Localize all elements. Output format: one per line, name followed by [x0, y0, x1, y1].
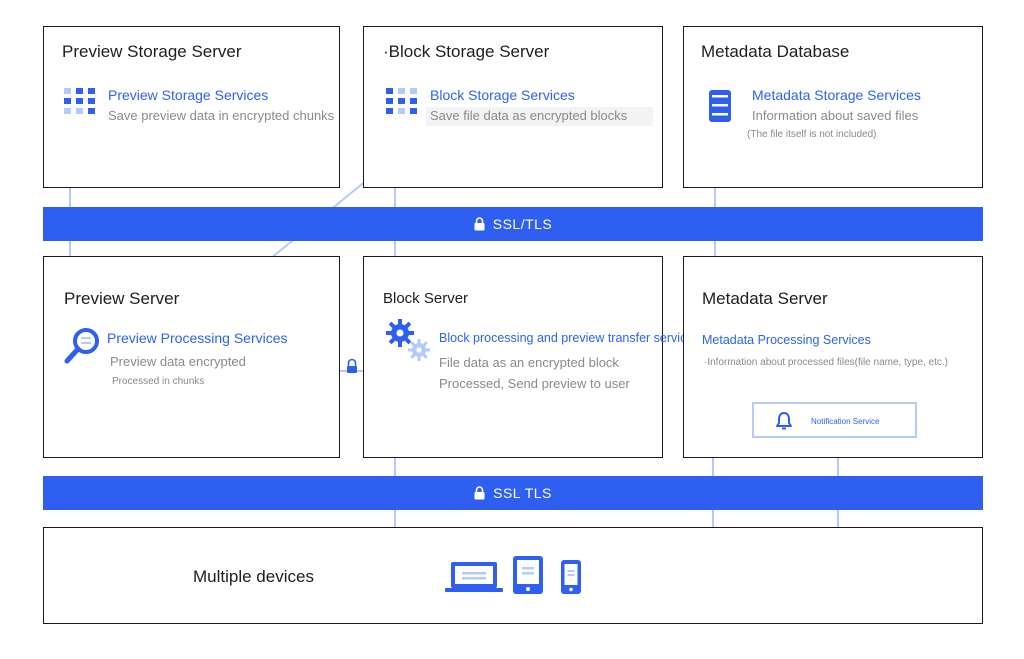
preview-storage-service-title: Preview Storage Services	[108, 87, 269, 103]
multiple-devices-box: Multiple devices	[43, 527, 983, 624]
gears-icon	[386, 319, 430, 361]
preview-storage-server-box: Preview Storage Server Preview Storage S…	[43, 26, 340, 188]
metadata-processing-service-title: Metadata Processing Services	[702, 333, 871, 347]
metadata-storage-service-desc: Information about saved files	[752, 108, 919, 123]
database-icon	[709, 90, 731, 122]
block-server-title: Block Server	[383, 290, 469, 307]
block-storage-service-desc: Save file data as encrypted blocks	[426, 107, 654, 126]
bell-icon	[776, 412, 792, 430]
ssl-tls-label-top: SSL/TLS	[492, 216, 553, 232]
metadata-database-title: Metadata Database	[701, 42, 850, 61]
metadata-storage-service-title: Metadata Storage Services	[752, 87, 921, 103]
block-processing-desc-line1: File data as an encrypted block	[439, 355, 619, 370]
lock-small-icon	[347, 358, 357, 373]
metadata-server-title: Metadata Server	[702, 289, 828, 308]
laptop-icon	[445, 562, 503, 592]
ssl-tls-band-bottom: SSL TLS	[43, 476, 983, 510]
tablet-icon	[513, 556, 543, 594]
metadata-database-box: Metadata Database Metadata Storage Servi…	[683, 26, 983, 188]
lock-icon	[474, 486, 485, 500]
grid-icon	[64, 88, 95, 114]
preview-server-box: Preview Server Preview Processing Servic…	[43, 256, 340, 458]
block-storage-server-box: ·Block Storage Server Block Storage Serv…	[363, 26, 663, 188]
lock-icon	[474, 217, 485, 231]
preview-server-title: Preview Server	[64, 289, 180, 308]
grid-icon	[386, 88, 417, 114]
preview-processing-service-desc: Preview data encrypted	[110, 354, 246, 369]
block-server-box: Block Server Block processing and previe…	[363, 256, 700, 458]
search-icon	[64, 328, 99, 364]
preview-processing-note: Processed in chunks	[112, 376, 205, 387]
ssl-tls-band-top: SSL/TLS	[43, 207, 983, 241]
block-processing-desc-line2: Processed, Send preview to user	[439, 376, 630, 391]
notification-service-box: Notification Service	[752, 402, 917, 438]
phone-icon	[561, 560, 581, 594]
multiple-devices-label: Multiple devices	[193, 567, 314, 586]
notification-service-label: Notification Service	[811, 417, 880, 426]
metadata-storage-note: (The file itself is not included)	[747, 129, 877, 140]
block-storage-server-title: ·Block Storage Server	[383, 42, 550, 61]
preview-storage-service-desc: Save preview data in encrypted chunks	[108, 108, 335, 123]
ssl-tls-label-bottom: SSL TLS	[493, 485, 552, 501]
metadata-processing-desc: ·Information about processed files(file …	[704, 357, 949, 368]
preview-processing-service-title: Preview Processing Services	[107, 330, 288, 346]
block-storage-service-title: Block Storage Services	[430, 87, 575, 103]
block-processing-service-title: Block processing and preview transfer se…	[439, 331, 700, 345]
preview-storage-server-title: Preview Storage Server	[62, 42, 242, 61]
